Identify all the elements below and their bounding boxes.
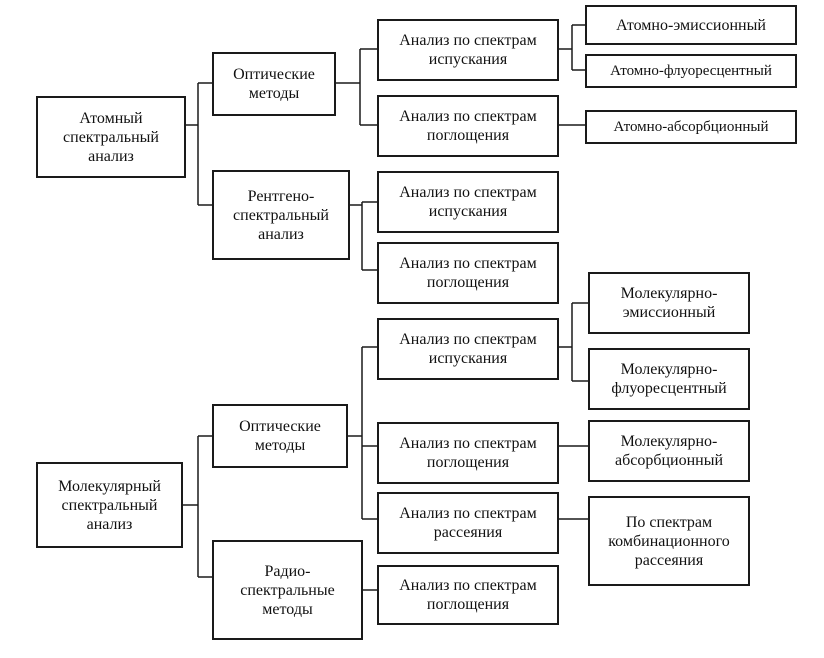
- atomic-spectral-analysis-box: Атомный спектральный анализ: [36, 96, 186, 178]
- raman-scattering-box: По спектрам комбинационного рассеяния: [588, 496, 750, 586]
- atomic-optical-emission-box: Анализ по спектрам испускания: [377, 19, 559, 81]
- xray-spectral-analysis-box: Рентгено- спектральный анализ: [212, 170, 350, 260]
- atomic-emission-box: Атомно-эмиссионный: [585, 5, 797, 45]
- atomic-absorption-box: Атомно-абсорбционный: [585, 110, 797, 144]
- xray-emission-box: Анализ по спектрам испускания: [377, 171, 559, 233]
- molecular-spectral-analysis-box: Молекулярный спектральный анализ: [36, 462, 183, 548]
- atomic-fluorescent-box: Атомно-флуоресцентный: [585, 54, 797, 88]
- atomic-optical-absorption-box: Анализ по спектрам поглощения: [377, 95, 559, 157]
- xray-absorption-box: Анализ по спектрам поглощения: [377, 242, 559, 304]
- molecular-fluorescent-box: Молекулярно- флуоресцентный: [588, 348, 750, 410]
- radio-absorption-box: Анализ по спектрам поглощения: [377, 565, 559, 625]
- atomic-optical-methods-box: Оптические методы: [212, 52, 336, 116]
- molecular-optical-absorption-box: Анализ по спектрам поглощения: [377, 422, 559, 484]
- molecular-scattering-box: Анализ по спектрам рассеяния: [377, 492, 559, 554]
- radio-spectral-methods-box: Радио- спектральные методы: [212, 540, 363, 640]
- molecular-optical-methods-box: Оптические методы: [212, 404, 348, 468]
- molecular-emission-box: Молекулярно- эмиссионный: [588, 272, 750, 334]
- molecular-optical-emission-box: Анализ по спектрам испускания: [377, 318, 559, 380]
- molecular-absorption-box: Молекулярно- абсорбционный: [588, 420, 750, 482]
